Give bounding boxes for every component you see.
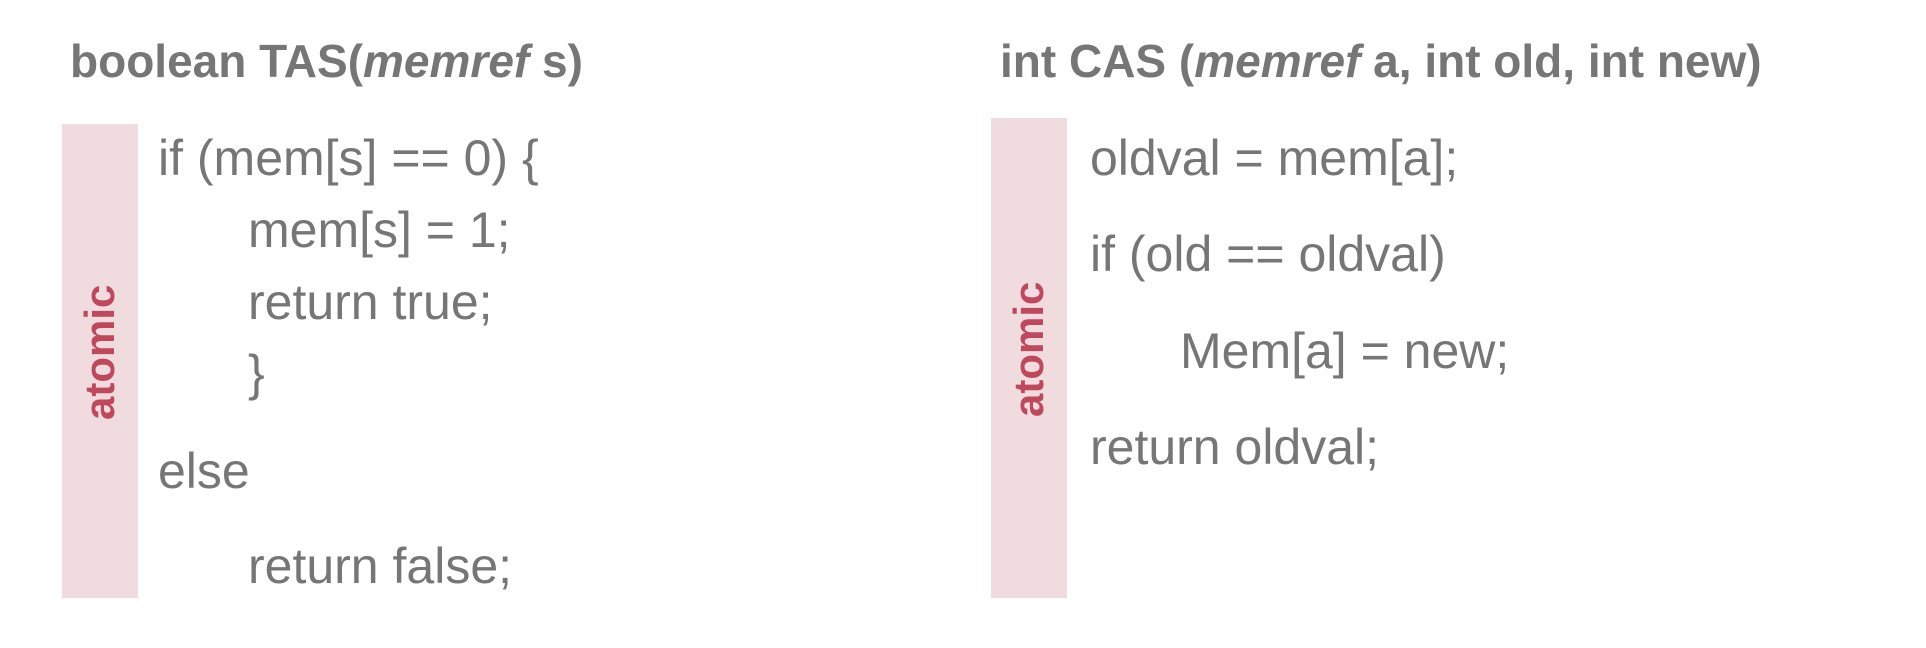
cas-atomic-label: atomic (1005, 281, 1052, 417)
tas-line-2: mem[s] = 1; (248, 202, 511, 258)
tas-line-6: return false; (248, 538, 513, 594)
cas-signature-suffix: a, int old, int new) (1360, 35, 1762, 87)
cas-signature-italic: memref (1194, 35, 1361, 87)
tas-line-4: } (248, 345, 265, 401)
tas-signature-prefix: boolean TAS( (70, 35, 364, 87)
tas-line-3: return true; (248, 274, 493, 330)
cas-signature: int CAS (memref a, int old, int new) (1000, 38, 1762, 84)
tas-line-5: else (158, 443, 250, 499)
tas-line-1: if (mem[s] == 0) { (158, 130, 539, 186)
tas-signature: boolean TAS(memref s) (70, 38, 583, 84)
tas-signature-italic: memref (363, 35, 530, 87)
tas-atomic-bar (62, 124, 138, 598)
cas-line-3: Mem[a] = new; (1180, 323, 1510, 379)
cas-line-4: return oldval; (1090, 419, 1380, 475)
cas-line-1: oldval = mem[a]; (1090, 130, 1459, 186)
tas-atomic-label: atomic (76, 284, 123, 420)
cas-line-2: if (old == oldval) (1090, 226, 1446, 282)
cas-atomic-bar (991, 118, 1067, 598)
tas-signature-suffix: s) (529, 35, 583, 87)
cas-signature-prefix: int CAS ( (1000, 35, 1195, 87)
